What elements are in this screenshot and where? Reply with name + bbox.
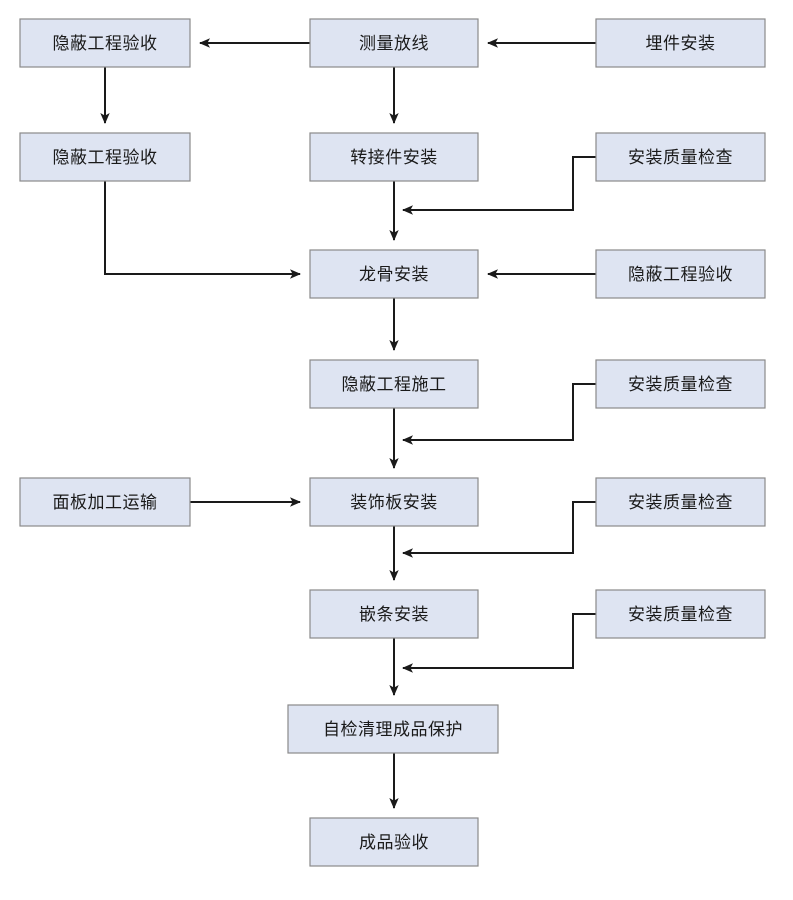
flow-edge [402,156,596,215]
flow-edge [402,383,596,445]
flow-node-label: 转接件安装 [350,148,438,168]
flow-edge [402,613,596,673]
flow-node-label: 嵌条安装 [359,605,429,625]
flow-node-label: 成品验收 [359,833,429,853]
flow-node[interactable]: 隐蔽工程验收 [595,249,766,299]
flow-node-label: 装饰板安装 [350,493,438,513]
flow-node[interactable]: 成品验收 [309,817,479,867]
flow-node-label: 安装质量检查 [628,605,733,625]
flow-node[interactable]: 装饰板安装 [309,477,479,527]
flow-node-box[interactable] [309,359,479,409]
flow-node-label: 自检清理成品保护 [323,720,463,740]
flow-node[interactable]: 隐蔽工程施工 [309,359,479,409]
flow-node-box[interactable] [595,359,766,409]
flow-node-box[interactable] [309,477,479,527]
flow-node-box[interactable] [19,477,191,527]
flow-node-label: 隐蔽工程施工 [342,375,447,395]
flow-node[interactable]: 面板加工运输 [19,477,191,527]
flow-node-label: 安装质量检查 [628,148,733,168]
flow-node-label: 埋件安装 [646,34,716,54]
flow-node-box[interactable] [19,18,191,68]
flow-node-box[interactable] [287,704,499,754]
flow-node[interactable]: 安装质量检查 [595,132,766,182]
nodes-layer: 隐蔽工程验收测量放线埋件安装隐蔽工程验收转接件安装安装质量检查龙骨安装隐蔽工程验… [19,18,766,867]
flow-node-box[interactable] [309,589,479,639]
flow-node[interactable]: 自检清理成品保护 [287,704,499,754]
flow-node-box[interactable] [309,249,479,299]
flow-edge [402,501,596,558]
flow-node-box[interactable] [595,249,766,299]
flow-node[interactable]: 转接件安装 [309,132,479,182]
flow-node[interactable]: 安装质量检查 [595,359,766,409]
flow-node-box[interactable] [19,132,191,182]
flow-node-label: 安装质量检查 [628,375,733,395]
flow-node[interactable]: 安装质量检查 [595,589,766,639]
flow-node-box[interactable] [309,132,479,182]
flow-node-label: 测量放线 [359,34,429,54]
flow-node-label: 隐蔽工程验收 [53,148,158,168]
flow-node-box[interactable] [309,817,479,867]
flow-node-box[interactable] [595,477,766,527]
flow-node-box[interactable] [595,589,766,639]
flow-node-label: 面板加工运输 [53,493,158,513]
flow-node-box[interactable] [595,132,766,182]
flow-node[interactable]: 安装质量检查 [595,477,766,527]
flow-node[interactable]: 测量放线 [309,18,479,68]
flow-node-label: 隐蔽工程验收 [628,265,733,285]
flow-node[interactable]: 隐蔽工程验收 [19,18,191,68]
flow-node[interactable]: 龙骨安装 [309,249,479,299]
flow-node[interactable]: 埋件安装 [595,18,766,68]
flow-node[interactable]: 隐蔽工程验收 [19,132,191,182]
flow-node-label: 安装质量检查 [628,493,733,513]
flow-node[interactable]: 嵌条安装 [309,589,479,639]
flow-node-label: 龙骨安装 [359,265,429,285]
flow-node-box[interactable] [309,18,479,68]
flow-node-label: 隐蔽工程验收 [53,34,158,54]
flow-node-box[interactable] [595,18,766,68]
flow-edge [104,181,301,279]
edges-layer [100,38,596,809]
